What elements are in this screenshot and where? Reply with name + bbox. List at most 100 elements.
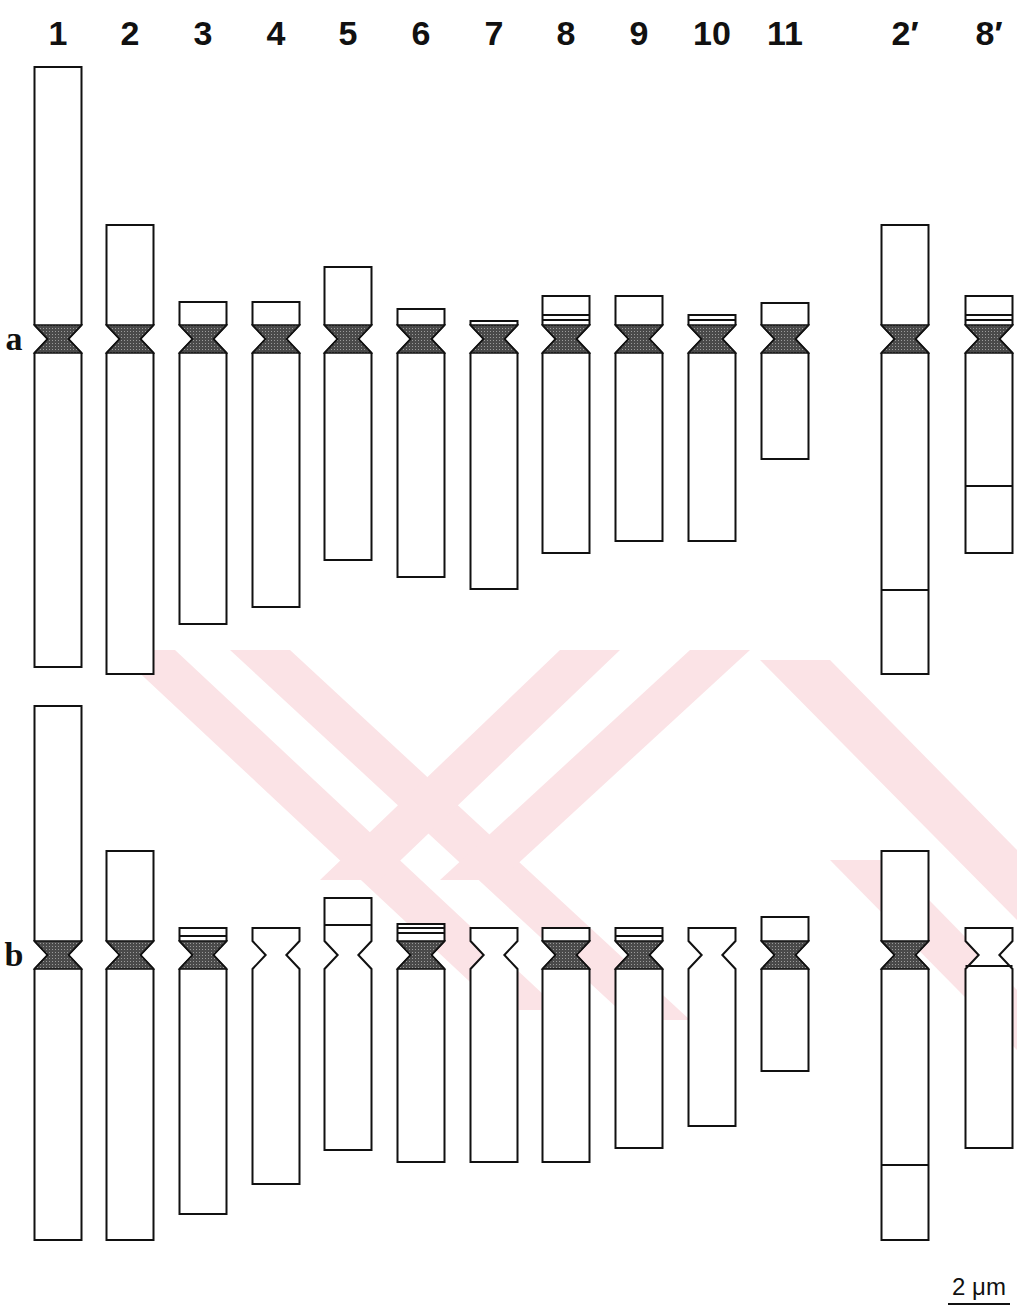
chromosome-number: 6 — [412, 16, 431, 50]
chromosome-band — [543, 319, 590, 321]
chromosome-band — [966, 485, 1013, 487]
chromosome-band — [398, 927, 445, 929]
chromosome-outline — [689, 315, 736, 541]
chromosome-outline — [966, 928, 1013, 1148]
chromosome — [107, 851, 154, 1240]
chromosome-outline — [762, 917, 809, 1071]
chromosome-outline — [471, 321, 518, 589]
centromere — [107, 325, 154, 353]
chromosome-outline — [882, 225, 929, 674]
chromosome — [325, 267, 372, 560]
centromere — [398, 941, 445, 969]
centromere — [35, 941, 82, 969]
centromere — [882, 325, 929, 353]
centromere — [398, 325, 445, 353]
watermark-stripe — [230, 650, 690, 1020]
chromosome-number: 3 — [194, 16, 213, 50]
chromosome — [253, 928, 300, 1184]
chromosome — [107, 225, 154, 674]
chromosome-outline — [107, 851, 154, 1240]
chromosome-number: 1 — [49, 16, 68, 50]
karyotype-row-a — [35, 67, 1013, 674]
chromosome-number: 2 — [121, 16, 140, 50]
chromosome — [543, 928, 590, 1162]
chromosome — [966, 928, 1013, 1148]
chromosome-band — [966, 319, 1013, 321]
chromosome-outline — [882, 851, 929, 1240]
chromosome — [471, 321, 518, 589]
chromosome-number: 8 — [557, 16, 576, 50]
centromere — [543, 325, 590, 353]
chromosome-number: 2′ — [891, 16, 918, 50]
chromosome-outline — [398, 309, 445, 577]
chromosome-outline — [253, 302, 300, 607]
chromosome-outline — [616, 928, 663, 1148]
chromosome — [966, 296, 1013, 553]
centromere — [180, 941, 227, 969]
chromosome-outline — [180, 928, 227, 1214]
chromosome — [689, 928, 736, 1126]
centromere — [471, 325, 518, 353]
chromosome — [762, 917, 809, 1071]
chromosome-outline — [543, 928, 590, 1162]
chromosome — [616, 296, 663, 541]
chromosome-number: 4 — [267, 16, 286, 50]
chromosome-outline — [543, 296, 590, 553]
centromere — [762, 941, 809, 969]
chromosome — [398, 924, 445, 1162]
chromosome-band — [325, 924, 372, 926]
chromosome-outline — [689, 928, 736, 1126]
centromere — [966, 325, 1013, 353]
chromosome-outline — [253, 928, 300, 1184]
chromosome — [882, 851, 929, 1240]
centromere — [35, 325, 82, 353]
centromere — [689, 325, 736, 353]
chromosome — [398, 309, 445, 577]
chromosome-band — [616, 935, 663, 937]
chromosome-number: 8′ — [975, 16, 1002, 50]
chromosome-outline — [616, 296, 663, 541]
chromosome-band — [966, 314, 1013, 316]
chromosome — [762, 303, 809, 459]
chromosome — [35, 706, 82, 1240]
chromosome-outline — [325, 898, 372, 1150]
chromosome-band — [882, 1164, 929, 1166]
chromosome-outline — [762, 303, 809, 459]
chromosome-number: 11 — [767, 16, 803, 50]
chromosome — [253, 302, 300, 607]
chromosome-band — [966, 965, 1013, 967]
centromere — [325, 325, 372, 353]
centromere — [253, 325, 300, 353]
scale-bar — [948, 1303, 1010, 1305]
chromosome — [35, 67, 82, 667]
centromere — [882, 941, 929, 969]
chromosome-number: 7 — [485, 16, 504, 50]
row-letter: a — [6, 322, 23, 356]
chromosome — [616, 928, 663, 1148]
chromosome-outline — [966, 296, 1013, 553]
centromere — [107, 941, 154, 969]
centromere — [616, 941, 663, 969]
centromere — [180, 325, 227, 353]
chromosome — [543, 296, 590, 553]
chromosome-band — [882, 589, 929, 591]
chromosome-band — [398, 932, 445, 934]
chromosome — [882, 225, 929, 674]
chromosome — [180, 928, 227, 1214]
chromosome-outline — [107, 225, 154, 674]
chromosome-outline — [35, 67, 82, 667]
chromosome-band — [543, 314, 590, 316]
chromosome-outline — [180, 302, 227, 624]
chromosome — [180, 302, 227, 624]
chromosome-band — [689, 319, 736, 321]
chromosome-number: 5 — [339, 16, 358, 50]
scale-label: 2 μm — [952, 1275, 1006, 1299]
row-letter: b — [5, 938, 24, 972]
karyotype-row-b — [35, 706, 1013, 1240]
chromosome — [325, 898, 372, 1150]
watermark-stripe — [440, 650, 750, 880]
chromosome-number: 10 — [693, 16, 731, 50]
centromere — [616, 325, 663, 353]
